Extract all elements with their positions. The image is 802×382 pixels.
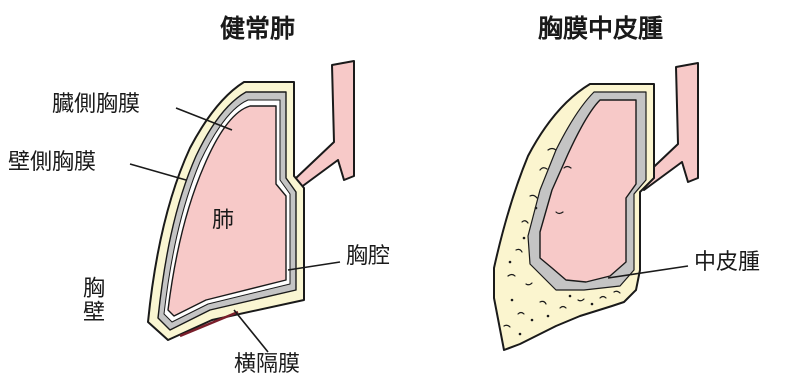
label-pleural-cavity: 胸腔 (346, 246, 390, 268)
label-visceral-pleura: 臓側胸膜 (52, 94, 140, 116)
title-mesothelioma: 胸膜中皮腫 (538, 16, 663, 41)
label-chest-wall: 胸壁 (80, 276, 102, 324)
diaphragm-leader (234, 310, 268, 352)
label-parietal-pleura: 壁側胸膜 (8, 152, 96, 174)
label-lung: 肺 (212, 210, 234, 232)
title-healthy-lung: 健常肺 (220, 16, 295, 41)
parietal-pleura-leader (130, 164, 186, 180)
healthy-lung-figure (148, 61, 354, 340)
mesothelioma-figure (494, 63, 698, 350)
healthy-trachea (296, 61, 354, 188)
label-mesothelioma: 中皮腫 (694, 252, 760, 274)
label-diaphragm: 横隔膜 (234, 354, 300, 376)
